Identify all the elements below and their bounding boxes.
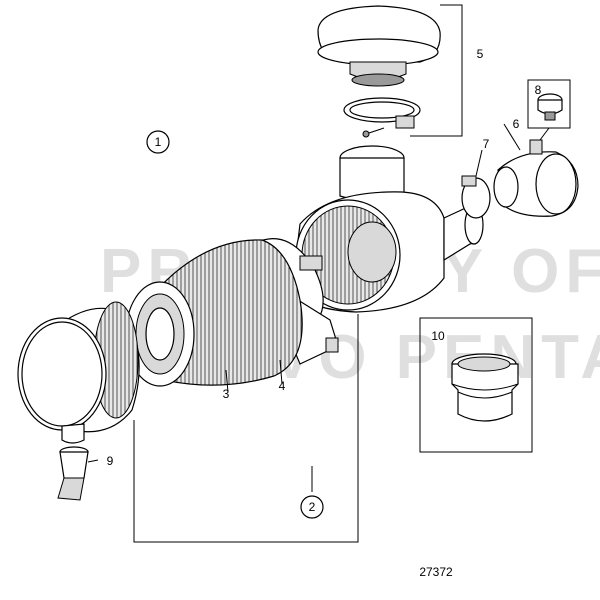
callout-9: 9 xyxy=(107,454,114,468)
callout-10: 10 xyxy=(431,329,445,343)
callout-1-text: 1 xyxy=(155,135,162,149)
callout-1: 1 xyxy=(146,130,170,154)
filter-cap-part xyxy=(317,5,441,87)
callout-4: 4 xyxy=(279,379,286,393)
indicator-part xyxy=(527,79,571,141)
callout-6: 6 xyxy=(513,117,520,131)
clamp-ring-part xyxy=(343,97,421,138)
drawing-number: 27372 xyxy=(419,565,453,579)
callout-2-text: 2 xyxy=(309,500,316,514)
callout-7: 7 xyxy=(483,137,490,151)
leader-5 xyxy=(410,4,463,137)
callout-5: 5 xyxy=(477,47,484,61)
elbow-part xyxy=(493,139,579,217)
leader-lines xyxy=(87,123,521,543)
callout-2: 2 xyxy=(300,495,324,519)
front-cover-part xyxy=(17,301,140,444)
dust-valve-part xyxy=(57,446,89,501)
callout-3: 3 xyxy=(223,387,230,401)
filter-housing-part xyxy=(291,145,484,313)
hose-clamp-part xyxy=(461,175,491,219)
filter-element-part xyxy=(125,239,303,387)
detail-box-10 xyxy=(419,317,533,453)
callout-8: 8 xyxy=(535,83,542,97)
